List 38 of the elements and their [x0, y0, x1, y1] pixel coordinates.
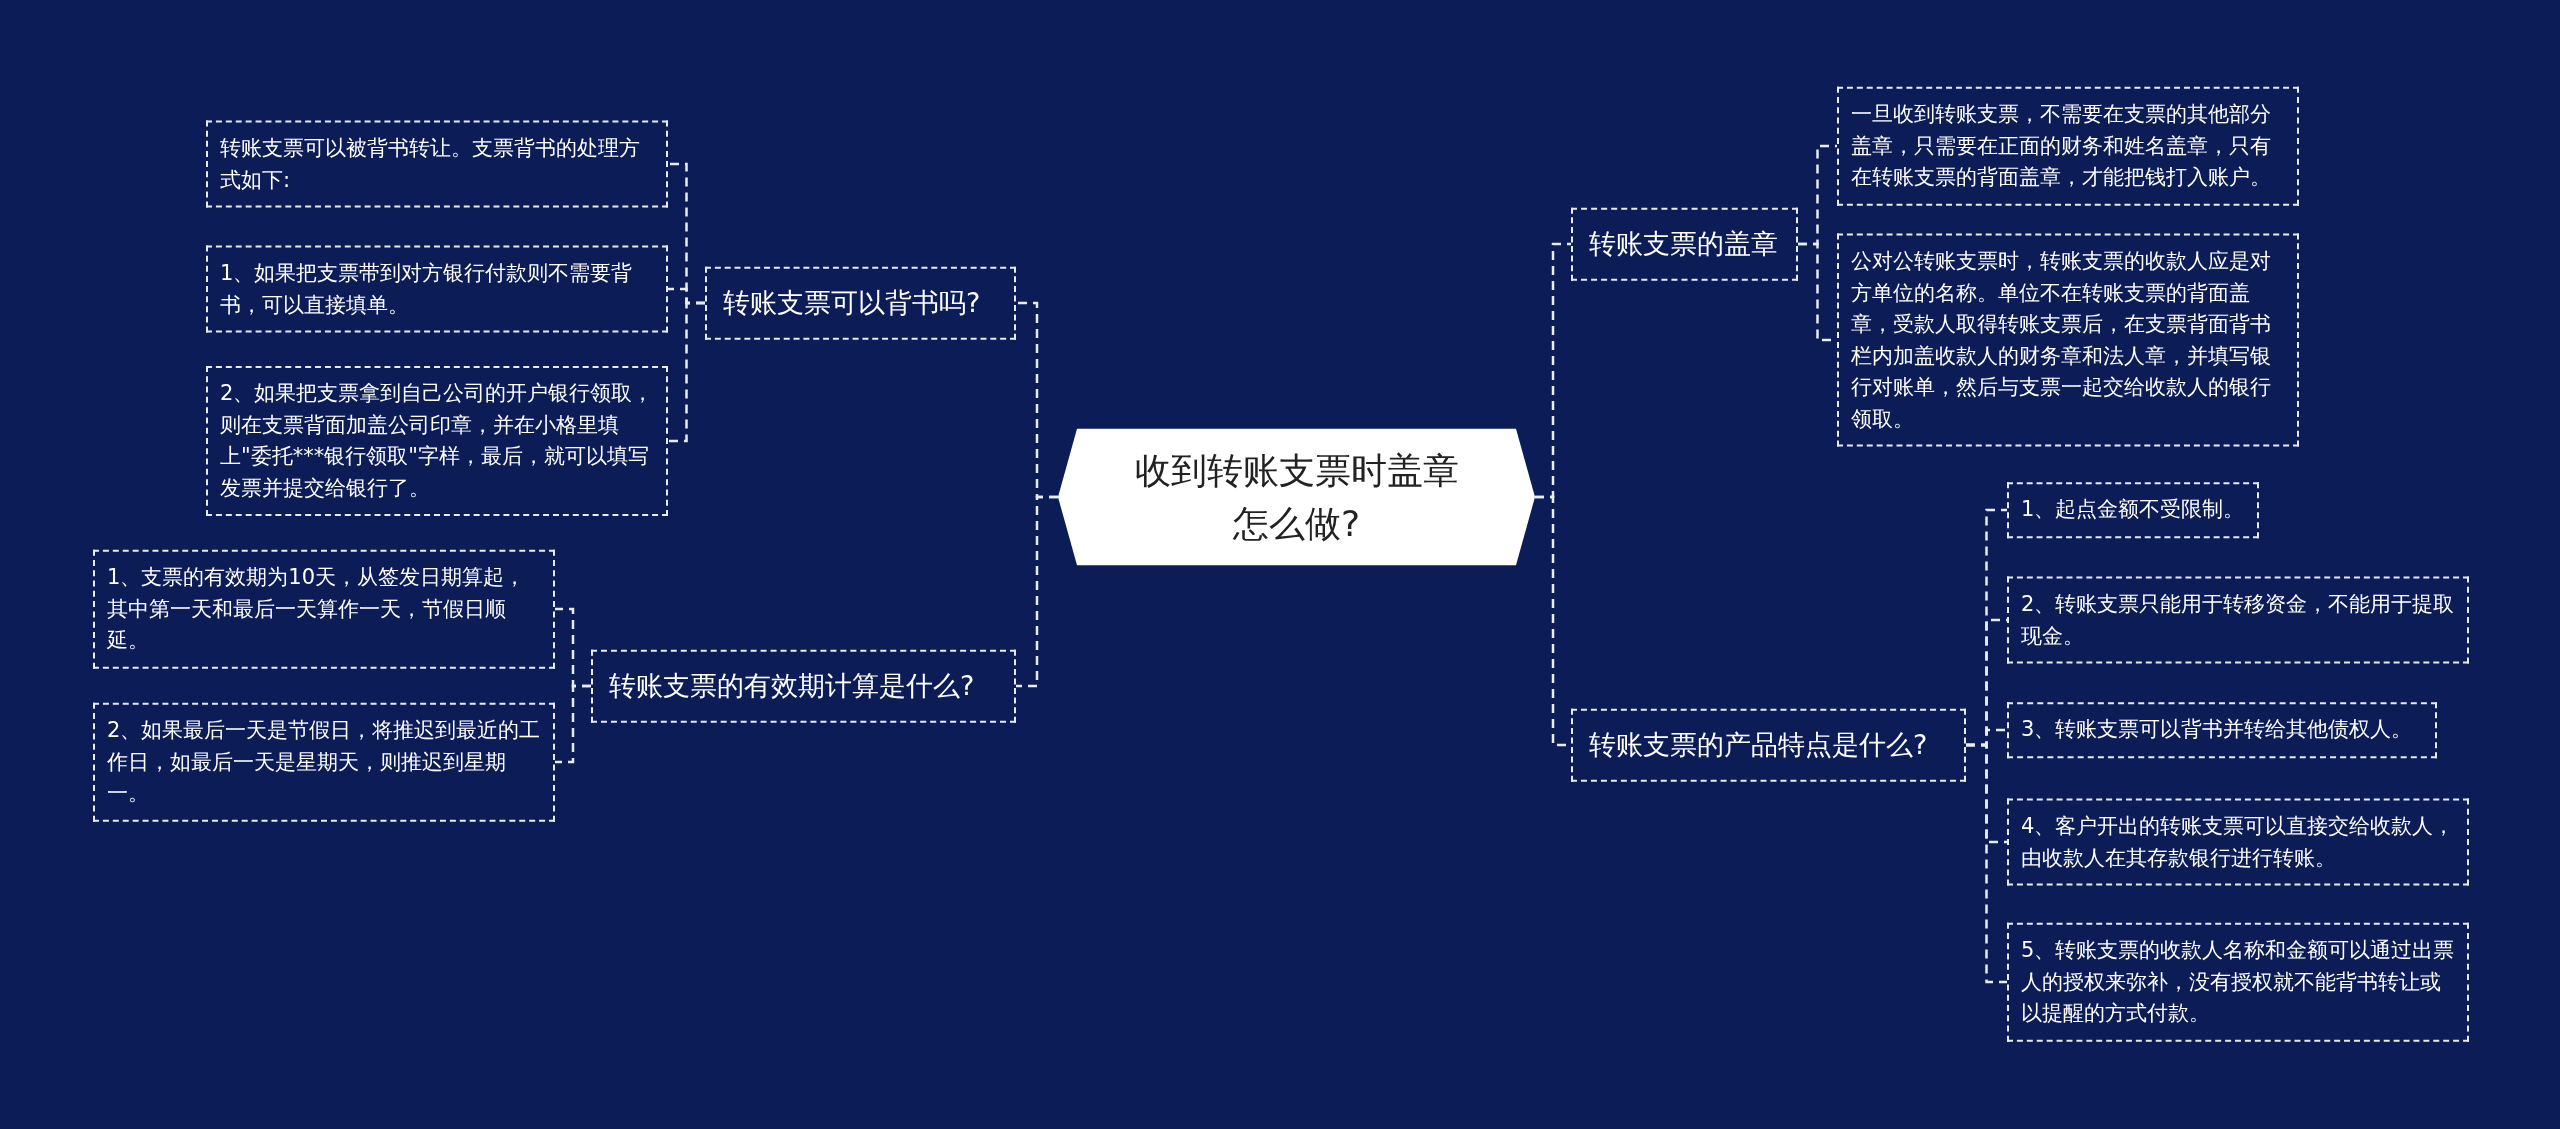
note-box [1837, 86, 2299, 206]
note-box [2007, 576, 2469, 664]
note-text: 2、如果最后一天是节假日，将推迟到最近的工作日，如最后一天是星期天，则推迟到星期一。 [107, 716, 541, 807]
note-text: 1、如果把支票带到对方银行付款则不需要背书，可以直接填单。 [220, 259, 634, 318]
topic-text: 收到转账支票时盖章怎么做? [1133, 448, 1460, 545]
note-text: 4、客户开出的转账支票可以直接交给收款人，由收款人在其存款银行进行转账。 [2021, 812, 2455, 871]
branch-box [591, 649, 1016, 723]
note-box [206, 120, 668, 208]
connector-line [668, 301, 705, 443]
branch-text: 转账支票的盖章 [1589, 226, 1779, 261]
note-box [1837, 233, 2299, 447]
note-text: 转账支票可以被背书转让。支票背书的处理方式如下: [220, 134, 641, 193]
note-text: 5、转账支票的收款人名称和金额可以通过出票人的授权来弥补，没有授权就不能背书转让或以提醒的方式付款。 [2021, 936, 2455, 1027]
note-box [2007, 798, 2469, 886]
branch-box [1571, 207, 1798, 281]
note-box [2007, 922, 2469, 1042]
note-text: 2、如果把支票拿到自己公司的开户银行领取，则在支票背面加盖公司印章，并在小格里填上"委托***银行领取"字样，最后，就可以填写发票并提交给银行了。 [220, 380, 654, 502]
note-box [2007, 482, 2259, 538]
branch-box [1571, 708, 1966, 782]
note-box [206, 366, 668, 516]
note-box [206, 245, 668, 333]
branch-text: 转账支票的有效期计算是什么? [609, 668, 976, 703]
note-text: 公对公转账支票时，转账支票的收款人应是对方单位的名称。单位不在转账支票的背面盖章，受款人取得转账支票后，在支票背面背书栏内加盖收款人的财务章和法人章，并填写银行对账单，然后与支票一起交给收款人的银行领取。 [1851, 247, 2272, 432]
note-box [2007, 702, 2437, 758]
connector-line [555, 684, 591, 764]
note-text: 一旦收到转账支票，不需要在支票的其他部分盖章，只需要在正面的财务和姓名盖章，只有在转账支票的背面盖章，才能把钱打入账户。 [1851, 100, 2272, 191]
note-box [93, 549, 555, 669]
connector-line [1016, 495, 1058, 688]
branch-box [705, 266, 1016, 340]
note-text: 2、转账支票只能用于转移资金，不能用于提取现金。 [2021, 590, 2455, 649]
note-box [93, 702, 555, 822]
branch-text: 转账支票的产品特点是什么? [1589, 727, 1929, 762]
branch-text: 转账支票可以背书吗? [723, 285, 982, 320]
note-text: 1、支票的有效期为10天，从签发日期算起，其中第一天和最后一天算作一天，节假日顺延。 [107, 563, 527, 654]
note-text: 1、起点金额不受限制。 [2021, 496, 2245, 524]
note-text: 3、转账支票可以背书并转给其他债权人。 [2021, 716, 2414, 744]
connector-line [1966, 743, 2007, 984]
topic-hexagon [1058, 428, 1535, 566]
